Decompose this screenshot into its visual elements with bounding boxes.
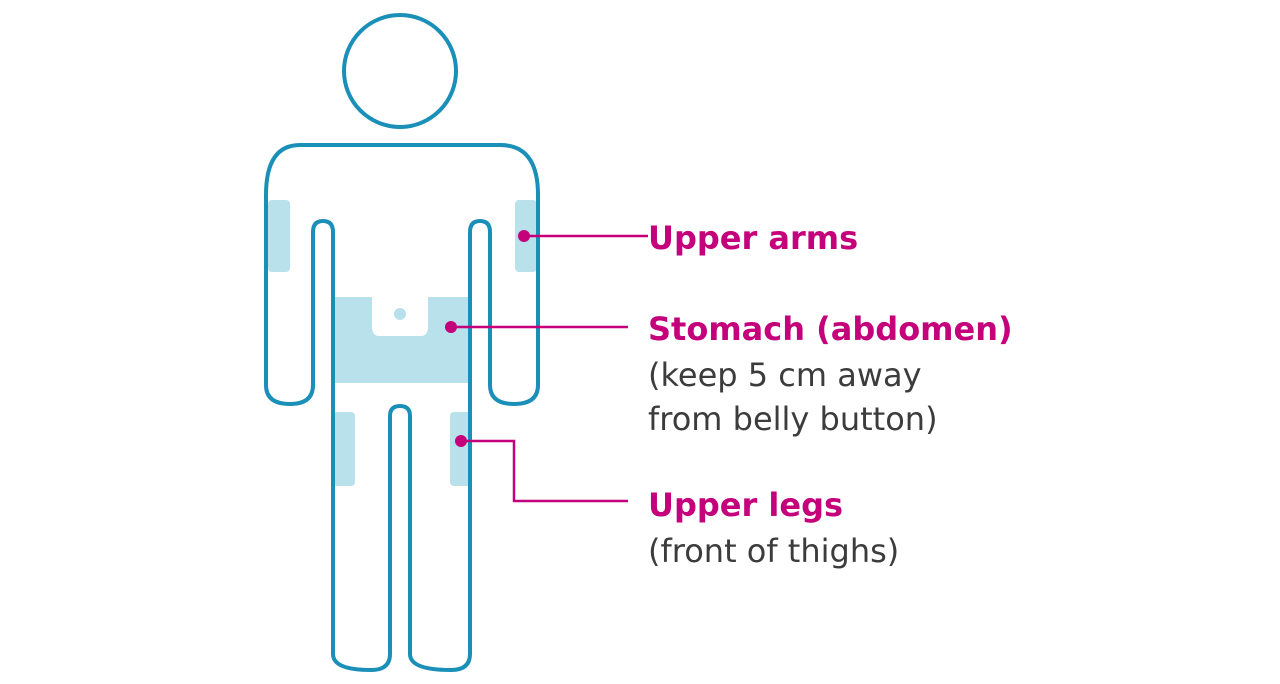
zone-stomach [332, 297, 468, 383]
body-outline [264, 143, 540, 672]
zone-right-upper-leg [450, 412, 472, 486]
label-upper-arms: Upper arms [648, 222, 858, 254]
injection-zones [268, 200, 537, 486]
upper-legs-desc-line1: (front of thighs) [648, 532, 900, 570]
zone-left-upper-leg [333, 412, 355, 486]
upper-legs-title: Upper legs [648, 486, 844, 524]
stomach-desc-line2: from belly button) [648, 400, 938, 439]
leader-upper-legs [461, 439, 628, 503]
leader-dot-stomach [445, 321, 457, 333]
belly-button-icon [394, 308, 406, 320]
upper-arms-title: Upper arms [648, 219, 859, 257]
stomach-title: Stomach (abdomen) [648, 310, 1013, 348]
zone-left-upper-arm [268, 200, 290, 272]
leader-dot-upper-arms [518, 230, 530, 242]
leader-lines [445, 230, 648, 503]
leader-dot-upper-legs [455, 435, 467, 447]
human-body-outline-icon [264, 13, 540, 672]
label-stomach: Stomach (abdomen) (keep 5 cm away from b… [648, 313, 1013, 441]
label-upper-legs: Upper legs (front of thighs) [648, 489, 899, 573]
stomach-desc-line1: (keep 5 cm away [648, 356, 922, 394]
head-icon [342, 13, 458, 129]
